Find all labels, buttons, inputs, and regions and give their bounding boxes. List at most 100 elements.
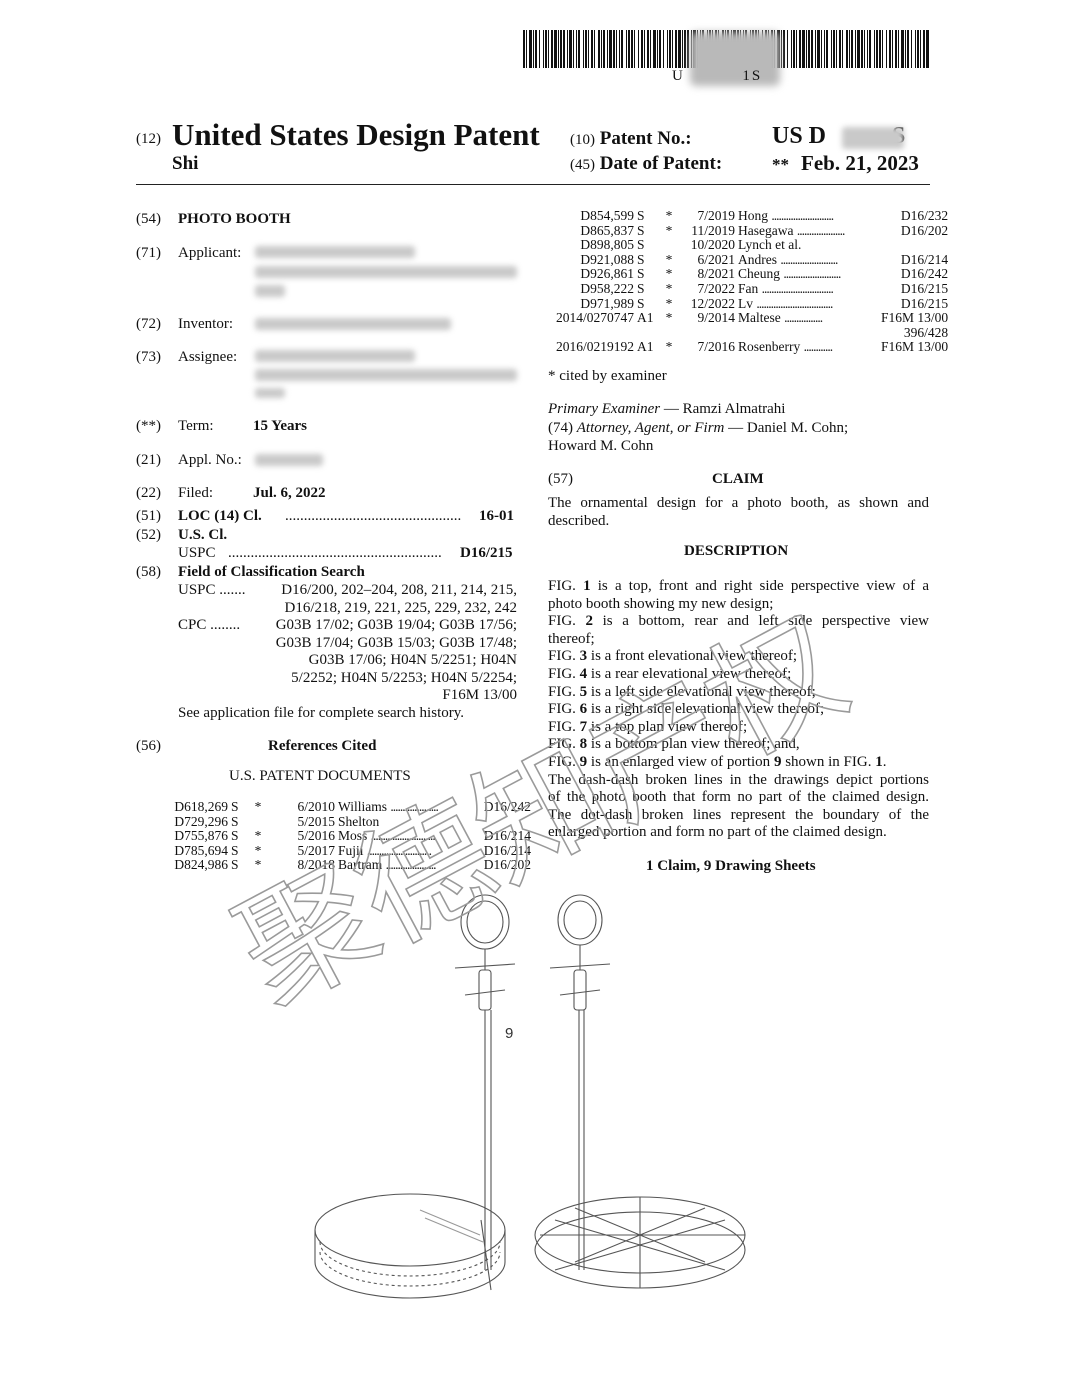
description-line: FIG. 7 is a top plan view thereof; (548, 718, 748, 735)
barcode-bar (526, 30, 527, 68)
reference-name: Cheung ........................ (738, 267, 881, 282)
barcode-bar (796, 30, 797, 68)
barcode-bar (869, 30, 871, 68)
reference-star: * (665, 222, 673, 238)
reference-name-text: Hasegawa (738, 222, 797, 238)
filed-label: Filed: (178, 485, 214, 501)
reference-dots: ............ (803, 339, 833, 355)
reference-dots: ........................ (783, 266, 841, 282)
reference-name: Williams .................... (338, 799, 481, 815)
barcode-bar (831, 30, 832, 68)
reference-dots: ................................ (756, 295, 833, 311)
barcode-bar (839, 30, 841, 68)
reference-star: * (254, 857, 262, 873)
barcode-bar (560, 30, 562, 68)
reference-name-text: Williams (338, 799, 391, 814)
barcode-bar (821, 30, 822, 68)
barcode-bar (817, 30, 820, 68)
barcode-bar (826, 30, 828, 68)
barcode-number: U 1S (672, 68, 763, 84)
reference-name-text: Moss (338, 828, 371, 844)
barcode-bar (609, 30, 612, 68)
reference-date: 7/2016 (697, 339, 735, 355)
fs-cpc-line: G03B 17/06; H04N 5/2251; H04N (308, 652, 517, 669)
code-74: (74) (548, 420, 573, 436)
reference-no: 2014/0270747 (555, 310, 634, 326)
reference-date: 6/2010 (297, 799, 335, 814)
header-rule (136, 184, 930, 185)
reference-kind: A1 (637, 310, 654, 326)
attorney: (74) Attorney, Agent, or Firm — Daniel M… (548, 420, 848, 437)
reference-kind: S (231, 799, 239, 814)
reference-kind: S (637, 295, 645, 311)
reference-name-text: Lynch et al. (738, 237, 802, 253)
reference-date: 8/2021 (697, 266, 735, 282)
barcode-bar (783, 30, 785, 68)
barcode-bar (849, 30, 850, 68)
barcode-bar (638, 30, 639, 68)
reference-name-text: Cheung (738, 266, 784, 282)
description-line: The dot-dash broken lines represent the … (548, 806, 929, 823)
barcode-bar (628, 30, 630, 68)
applicant-redaction-2 (255, 266, 517, 278)
description-line: FIG. 3 is a front elevational view there… (548, 648, 798, 665)
description-line: enlarged portion and form no part of the… (548, 824, 887, 841)
reference-cl (881, 238, 951, 253)
reference-cl: D16/214 (900, 251, 949, 267)
date-stars: ** (772, 155, 789, 174)
barcode-bar (905, 30, 906, 68)
barcode-bar (874, 30, 875, 68)
reference-name: Lynch et al. (738, 237, 881, 253)
barcode-bar (781, 30, 782, 68)
reference-cl: D16/202 (483, 857, 531, 873)
uspc-label: USPC (178, 545, 216, 561)
reference-star: * (254, 799, 262, 814)
fs-uspc-label: USPC ....... (178, 582, 246, 598)
applicant-redaction-3 (255, 285, 285, 297)
reference-date: 8/2018 (297, 857, 335, 873)
barcode-bar (864, 30, 865, 68)
reference-no: D971,989 (580, 295, 634, 311)
design-title: PHOTO BOOTH (178, 211, 291, 227)
barcode-bar (682, 30, 683, 68)
assignee-redaction-2 (255, 369, 517, 381)
barcode-bar (842, 30, 843, 68)
reference-name: Fujii ........................... (338, 843, 481, 859)
reference-date: 10/2020 (690, 237, 735, 253)
barcode-bar (523, 30, 525, 68)
reference-name (738, 326, 881, 341)
photo-booth-drawing: 9 (314, 894, 746, 1299)
barcode-bar (684, 30, 686, 68)
term-label: Term: (178, 418, 214, 434)
barcode-bar (644, 30, 645, 68)
reference-date: 7/2019 (697, 208, 735, 223)
reference-no: D854,599 (580, 208, 634, 223)
fs-cpc-line: G03B 17/02; G03B 19/04; G03B 17/56; (275, 617, 517, 633)
reference-dots: ........................ (780, 251, 838, 267)
barcode-bar (907, 30, 909, 68)
description-line: FIG. 1 is a top, front and right side pe… (548, 578, 929, 594)
reference-no: D618,269 (174, 799, 228, 814)
barcode-bar (917, 30, 919, 68)
claim-line: described. (548, 512, 610, 529)
barcode-bar (672, 30, 673, 68)
reference-kind: S (231, 857, 239, 873)
reference-star (246, 815, 273, 830)
reference-name: Hasegawa .................... (738, 222, 881, 239)
reference-star: * (665, 310, 673, 326)
reference-no: D824,986 (174, 857, 228, 873)
barcode-bar (603, 30, 605, 68)
photo-booth-left (314, 894, 516, 1299)
reference-star: * (665, 339, 673, 355)
reference-kind: S (637, 237, 645, 253)
barcode-bar (889, 30, 891, 68)
barcode-bar (923, 30, 925, 68)
date-label-text: Date of Patent: (599, 153, 723, 174)
reference-no (548, 326, 637, 341)
